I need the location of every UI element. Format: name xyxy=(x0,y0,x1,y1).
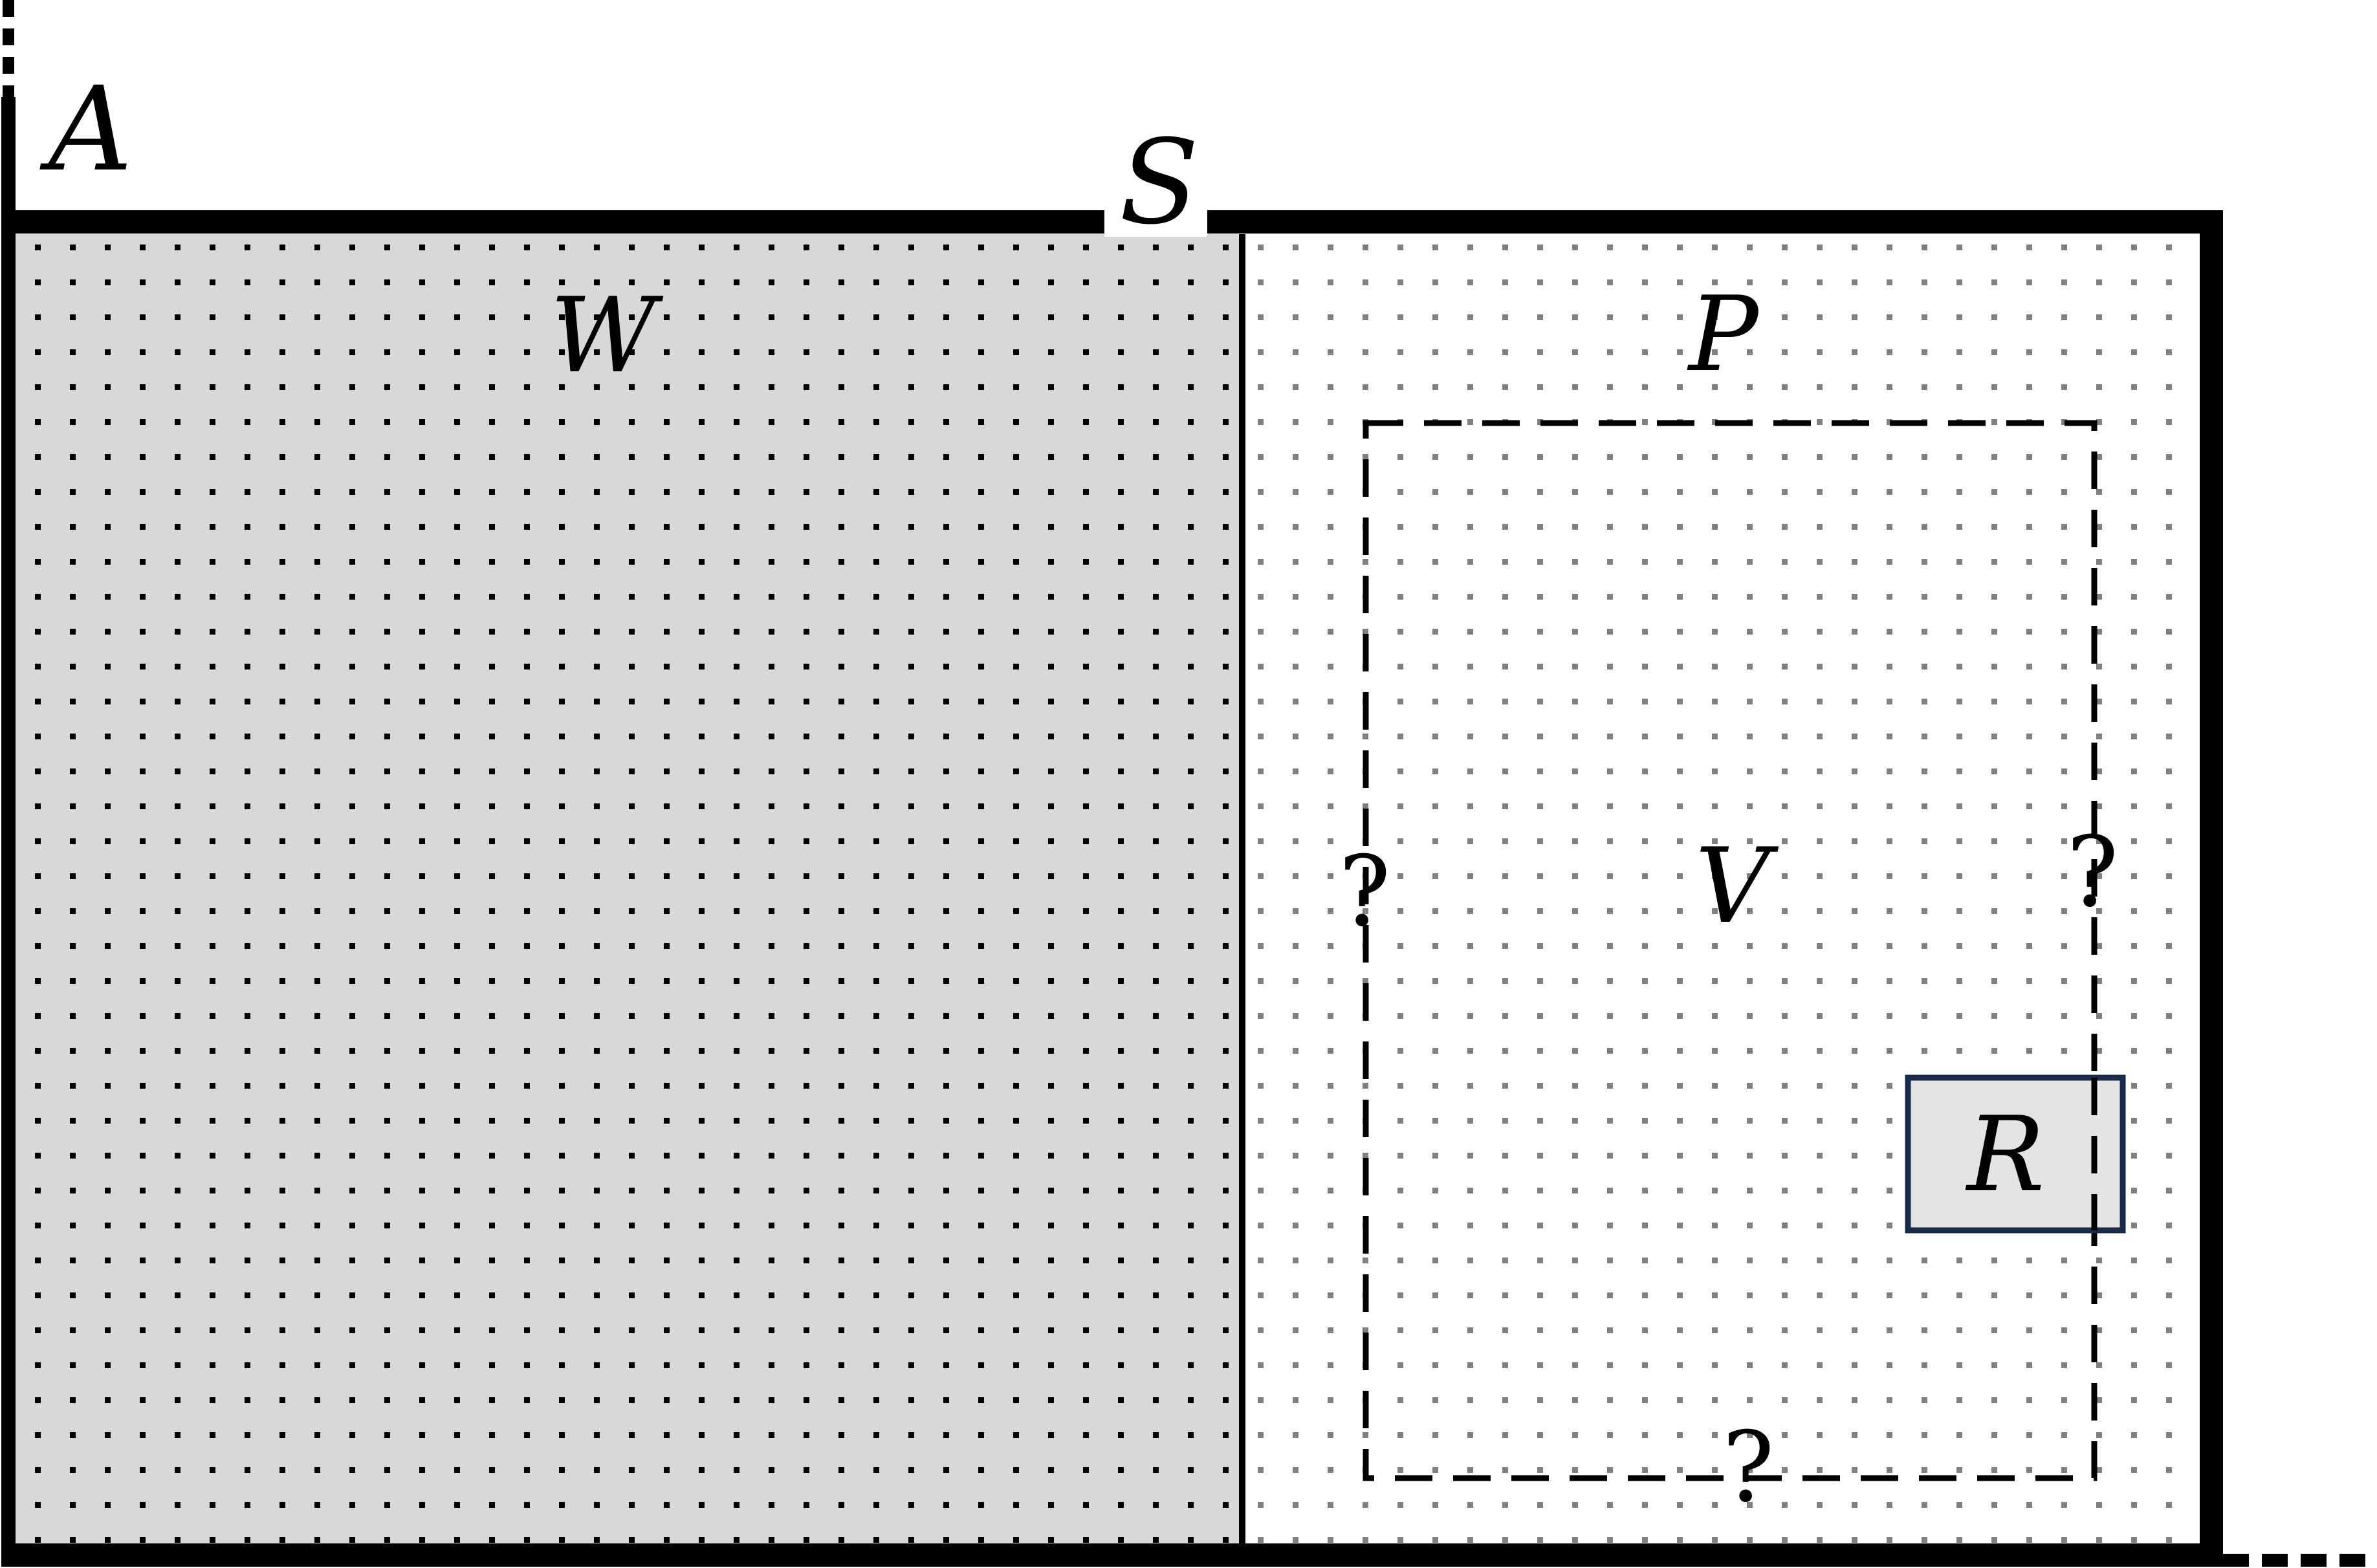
unknown-left: ? xyxy=(1339,836,1390,948)
unknown-right: ? xyxy=(2066,816,2118,929)
region-p-dots xyxy=(1245,234,2195,1547)
label-w: W xyxy=(550,275,664,396)
label-r: R xyxy=(1965,1094,2044,1215)
label-p: P xyxy=(1687,274,1760,395)
region-r-box xyxy=(1905,1074,2126,1234)
label-s: S xyxy=(1119,115,1199,250)
unknown-bottom: ? xyxy=(1722,1411,1774,1524)
label-a: A xyxy=(39,62,133,197)
region-w-dots xyxy=(13,234,1240,1547)
s-gap xyxy=(1104,207,1207,237)
region-v-dashed-boundary xyxy=(1363,420,2098,1481)
label-v: V xyxy=(1695,825,1779,946)
region-w xyxy=(13,234,1240,1547)
region-p xyxy=(1245,234,2195,1547)
